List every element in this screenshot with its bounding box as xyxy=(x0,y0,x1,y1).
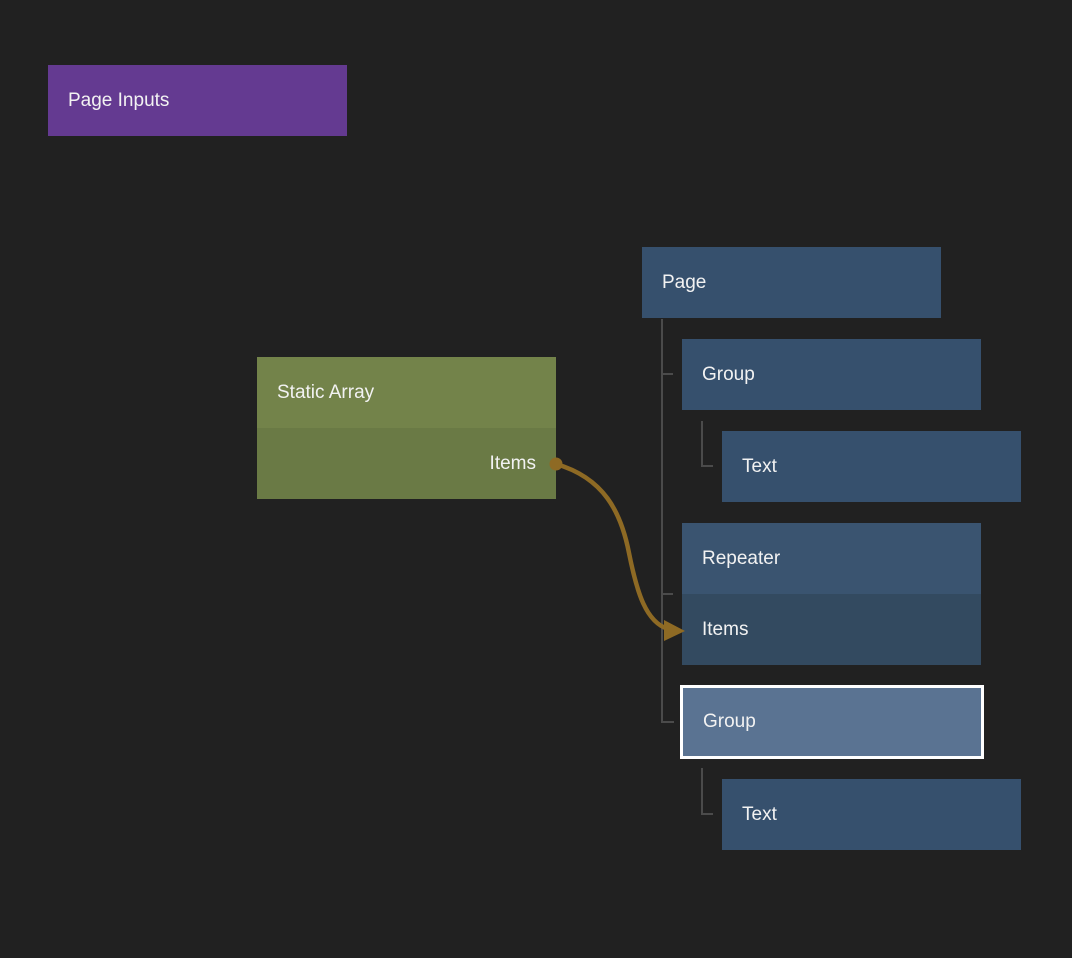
tree-connector-stub xyxy=(701,465,713,467)
tree-node-page[interactable]: Page xyxy=(642,247,941,318)
tree-connector-line xyxy=(661,319,663,723)
tree-node-label: Group xyxy=(703,711,756,732)
static-array-title: Static Array xyxy=(277,381,375,403)
page-inputs-node[interactable]: Page Inputs xyxy=(48,65,347,136)
repeater-header[interactable]: Repeater xyxy=(682,523,981,594)
items-output-port-label: Items xyxy=(489,452,536,474)
tree-node-text-1[interactable]: Text xyxy=(722,431,1021,502)
tree-node-text-1-header[interactable]: Text xyxy=(722,431,1021,502)
tree-node-label: Text xyxy=(742,803,777,825)
static-array-header[interactable]: Static Array xyxy=(257,357,556,428)
page-inputs-header[interactable]: Page Inputs xyxy=(48,65,347,136)
tree-node-page-header[interactable]: Page xyxy=(642,247,941,318)
tree-connector-stub xyxy=(661,721,674,723)
connection-wire[interactable] xyxy=(553,461,671,632)
tree-connector-stub xyxy=(661,373,673,375)
tree-node-repeater[interactable]: Repeater Items xyxy=(682,523,981,665)
tree-connector-stub xyxy=(701,813,713,815)
tree-node-text-2-header[interactable]: Text xyxy=(722,779,1021,850)
items-input-port-label: Items xyxy=(702,618,749,640)
tree-node-group-2-header[interactable]: Group xyxy=(683,688,981,756)
tree-node-group-1-header[interactable]: Group xyxy=(682,339,981,410)
page-inputs-title: Page Inputs xyxy=(68,89,170,111)
tree-node-label: Page xyxy=(662,271,707,293)
repeater-items-input-port[interactable]: Items xyxy=(682,594,981,665)
static-array-items-output-port[interactable]: Items xyxy=(257,428,556,499)
static-array-node[interactable]: Static Array Items xyxy=(257,357,556,499)
tree-node-group-1[interactable]: Group xyxy=(682,339,981,410)
tree-connector-line xyxy=(701,421,703,467)
tree-node-label: Text xyxy=(742,455,777,477)
tree-connector-stub xyxy=(661,593,673,595)
tree-node-text-2[interactable]: Text xyxy=(722,779,1021,850)
tree-node-label: Group xyxy=(702,363,755,385)
tree-node-label: Repeater xyxy=(702,547,781,569)
tree-node-group-2-selected[interactable]: Group xyxy=(680,685,984,759)
tree-connector-line xyxy=(701,768,703,815)
